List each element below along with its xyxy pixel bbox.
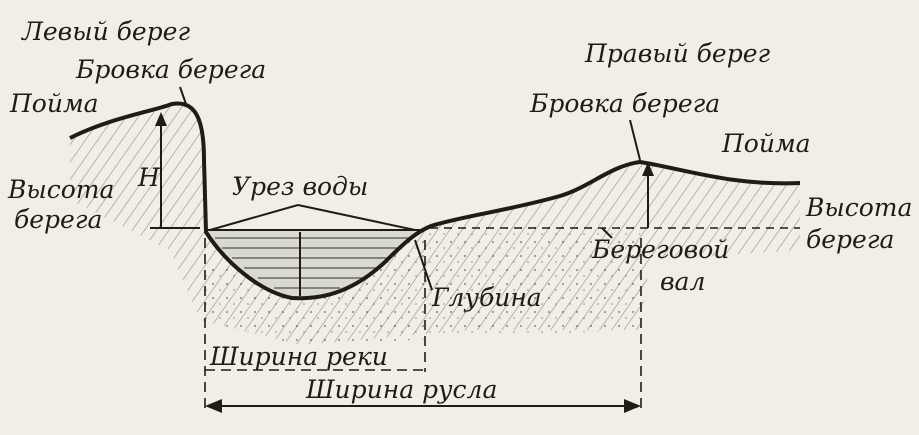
water-edge-leader-right [297, 204, 416, 231]
depth-leader [414, 239, 433, 291]
label-height-symbol: H [137, 163, 161, 192]
terrain-profile [69, 101, 801, 301]
left-brow-leader [179, 86, 187, 105]
label-right-height-1: Высота [805, 193, 912, 222]
label-water-edge: Урез воды [232, 172, 368, 201]
ground-texture [200, 220, 640, 345]
label-left-height-1: Высота [7, 175, 114, 204]
label-left-height-2: берега [14, 205, 102, 234]
label-left-brow: Бровка берега [75, 55, 266, 84]
label-right-bank: Правый берег [584, 39, 771, 68]
label-levee-2: вал [660, 267, 705, 296]
label-left-bank: Левый берег [20, 17, 190, 46]
label-left-floodplain: Пойма [9, 89, 99, 118]
label-right-brow: Бровка берега [529, 89, 720, 118]
label-depth: Глубина [431, 283, 542, 312]
right-brow-leader [629, 119, 641, 161]
label-right-height-2: берега [806, 225, 894, 254]
label-levee-1: Береговой [591, 235, 729, 264]
water-edge-leader-left [209, 204, 299, 231]
left-height-arrowhead [155, 112, 167, 126]
label-channel-width: Ширина русла [305, 375, 497, 404]
water-lines [215, 237, 410, 289]
channel-width-arrowhead-right [624, 399, 641, 413]
label-river-width: Ширина реки [209, 342, 388, 371]
channel-width-arrowhead-left [205, 399, 222, 413]
label-right-floodplain: Пойма [721, 129, 811, 158]
water-body [208, 230, 418, 299]
right-height-arrowhead [642, 162, 654, 176]
levee-leader [601, 227, 613, 239]
